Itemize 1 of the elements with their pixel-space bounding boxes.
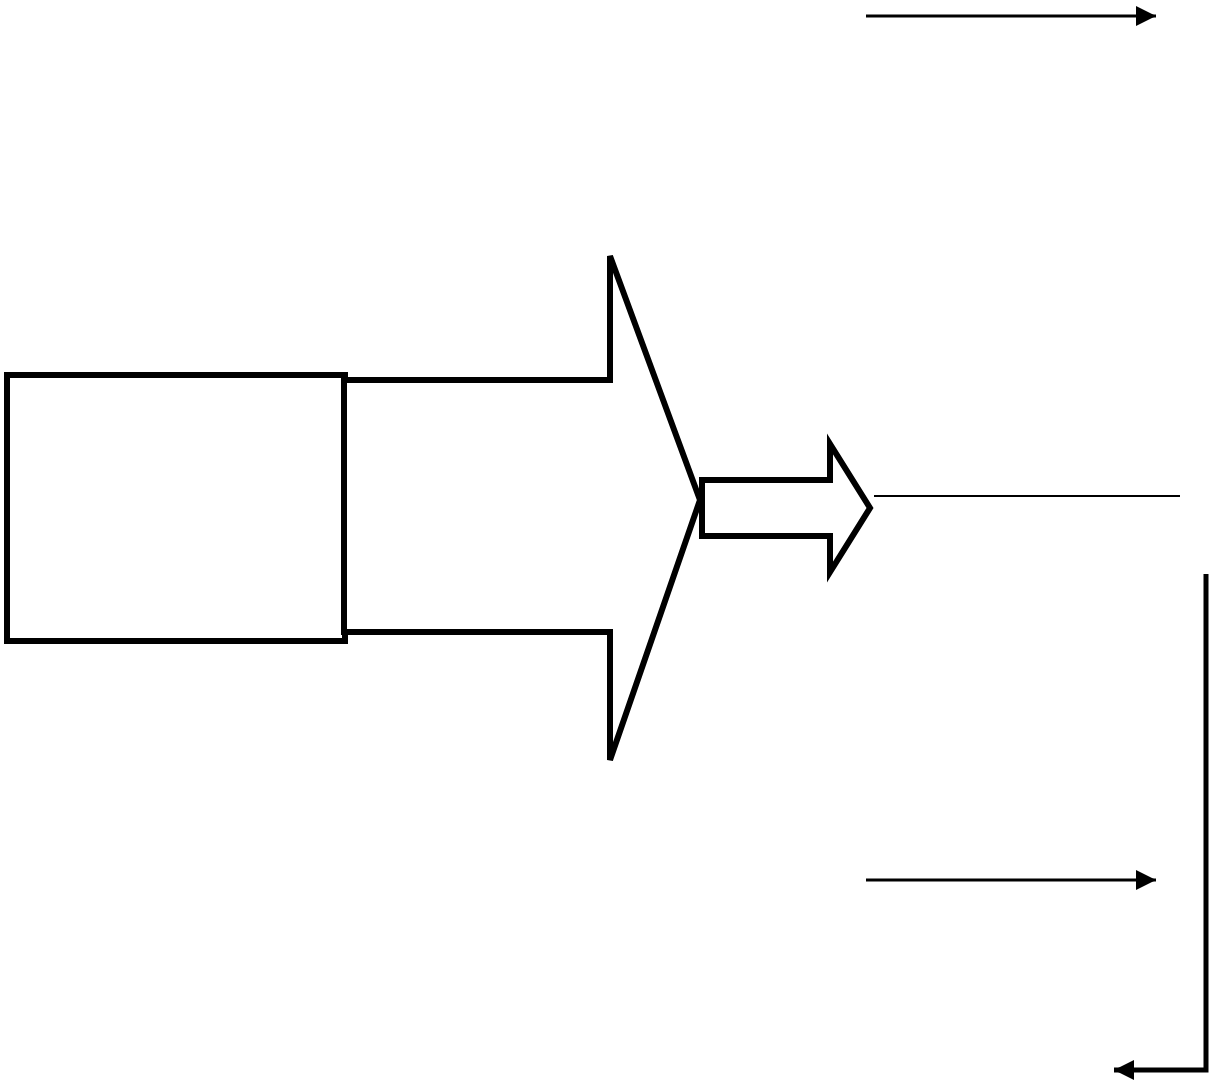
block-arrow-shape bbox=[344, 252, 704, 764]
